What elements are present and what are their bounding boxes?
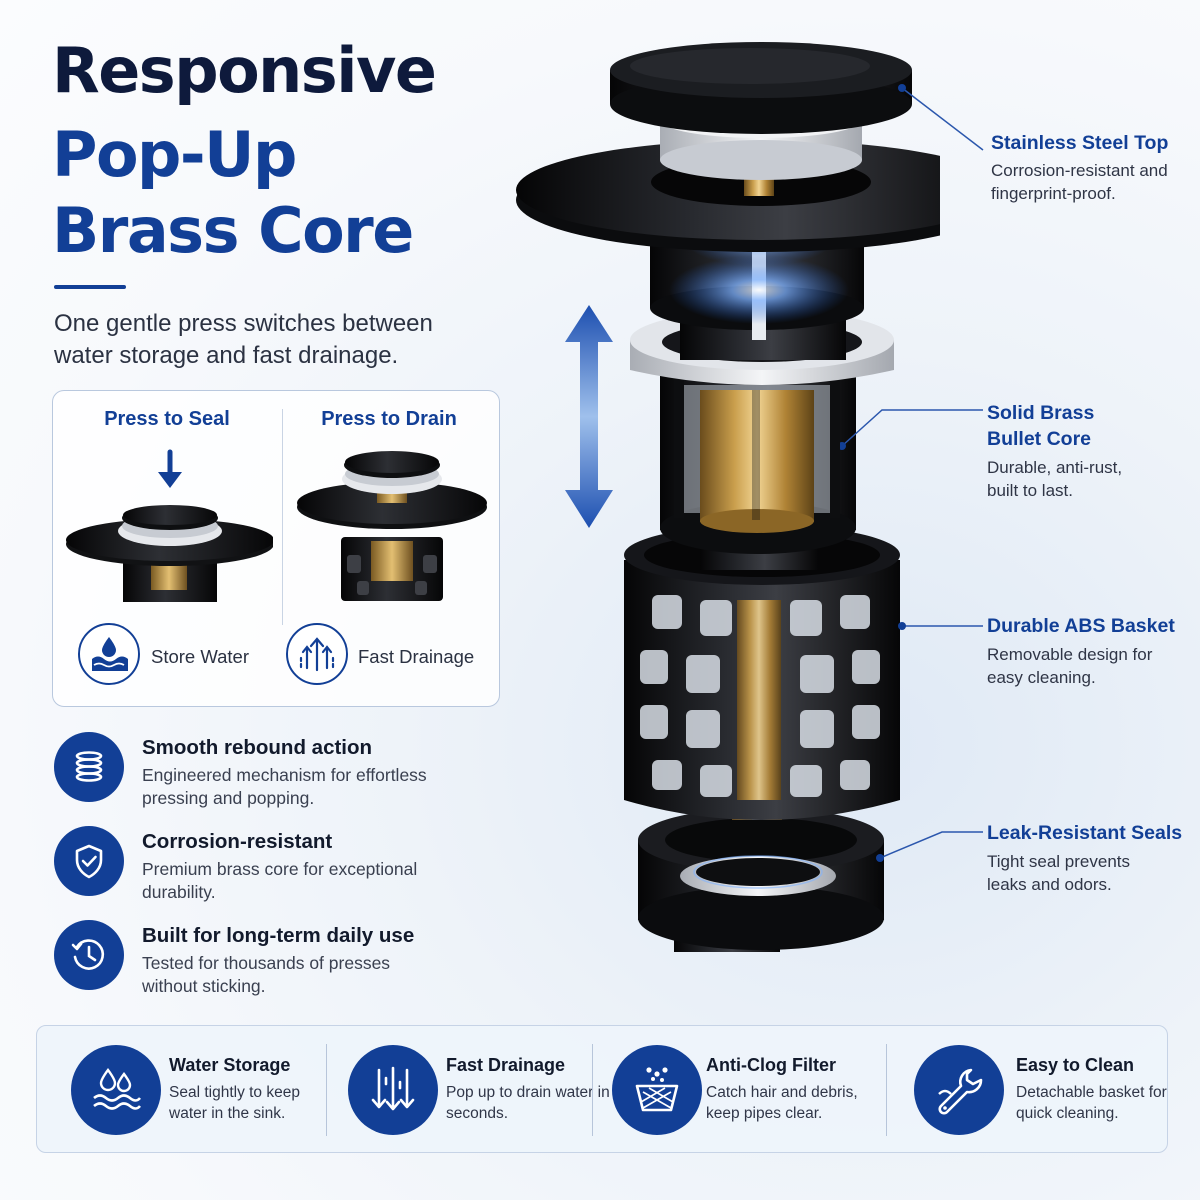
- drain-arrows-icon: [348, 1045, 438, 1135]
- feature-title-corrosion: Corrosion-resistant: [142, 830, 333, 853]
- feature-desc-corrosion: Premium brass core for exceptional durab…: [142, 859, 418, 902]
- callout-title-seals: Leak-Resistant Seals: [987, 822, 1183, 844]
- strip-desc-fast-drainage: Pop up to drain water in seconds.: [446, 1084, 610, 1122]
- feature-desc-longterm: Tested for thousands of presses without …: [142, 953, 391, 996]
- callout-desc-steel-top: Corrosion-resistant and fingerprint-proo…: [991, 161, 1168, 203]
- headline-line-1: Responsive: [52, 34, 437, 107]
- leak-seal-ring: [638, 808, 884, 952]
- headline-line-2: Pop-Up: [52, 118, 297, 191]
- press-to-seal-title: Press to Seal: [104, 408, 230, 430]
- headline-underline: [54, 285, 126, 289]
- feature-title-rebound: Smooth rebound action: [142, 736, 373, 759]
- feature-desc-rebound: Engineered mechanism for effortless pres…: [142, 765, 427, 808]
- strip-desc-anti-clog: Catch hair and debris, keep pipes clear.: [706, 1084, 858, 1122]
- shield-icon: [54, 826, 124, 896]
- callout-title-basket: Durable ABS Basket: [987, 615, 1175, 637]
- fast-drainage-label: Fast Drainage: [358, 646, 475, 667]
- callout-desc-basket: Removable design for easy cleaning.: [987, 645, 1153, 687]
- stainless-steel-top: [610, 42, 912, 180]
- water-drops-icon: [71, 1045, 161, 1135]
- feature-title-longterm: Built for long-term daily use: [142, 924, 415, 947]
- press-panel: Press to Seal Press to Drain: [52, 390, 500, 707]
- strip-divider: [886, 1044, 887, 1136]
- benefits-strip: Water Storage Seal tightly to keep water…: [36, 1025, 1168, 1153]
- strip-title-water-storage: Water Storage: [169, 1055, 291, 1075]
- strip-divider: [592, 1044, 593, 1136]
- store-water-label: Store Water: [151, 646, 250, 667]
- intro-text: One gentle press switches between water …: [54, 310, 433, 369]
- open-stopper-illustration: [297, 451, 487, 601]
- headline-line-3: Brass Core: [52, 194, 414, 267]
- strip-divider: [326, 1044, 327, 1136]
- callout-title-brass-core: Solid Brass Bullet Core: [987, 402, 1095, 450]
- press-motion-arrow: [565, 305, 613, 528]
- strip-title-easy-clean: Easy to Clean: [1016, 1055, 1135, 1075]
- strip-title-anti-clog: Anti-Clog Filter: [706, 1055, 836, 1075]
- callout-desc-brass-core: Durable, anti-rust, built to last.: [987, 458, 1123, 500]
- press-to-drain-title: Press to Drain: [321, 408, 457, 430]
- press-panel-divider: [282, 409, 283, 625]
- exploded-drain-illustration: [516, 42, 940, 952]
- strip-desc-easy-clean: Detachable basket for quick cleaning.: [1016, 1084, 1167, 1122]
- store-water-icon: [78, 623, 140, 685]
- brass-bullet-core: [660, 360, 856, 570]
- callout-leader-lines: [840, 84, 984, 862]
- strip-desc-water-storage: Seal tightly to keep water in the sink.: [169, 1084, 300, 1122]
- strip-title-fast-drainage: Fast Drainage: [446, 1055, 566, 1075]
- callout-desc-seals: Tight seal prevents leaks and odors.: [987, 852, 1130, 894]
- sealed-stopper-illustration: [66, 449, 273, 602]
- wrench-icon: [914, 1045, 1004, 1135]
- fast-drainage-icon: [286, 623, 348, 685]
- spring-icon: [54, 732, 124, 802]
- callout-title-steel-top: Stainless Steel Top: [991, 132, 1169, 154]
- clock-history-icon: [54, 920, 124, 990]
- filter-basket-icon: [612, 1045, 702, 1135]
